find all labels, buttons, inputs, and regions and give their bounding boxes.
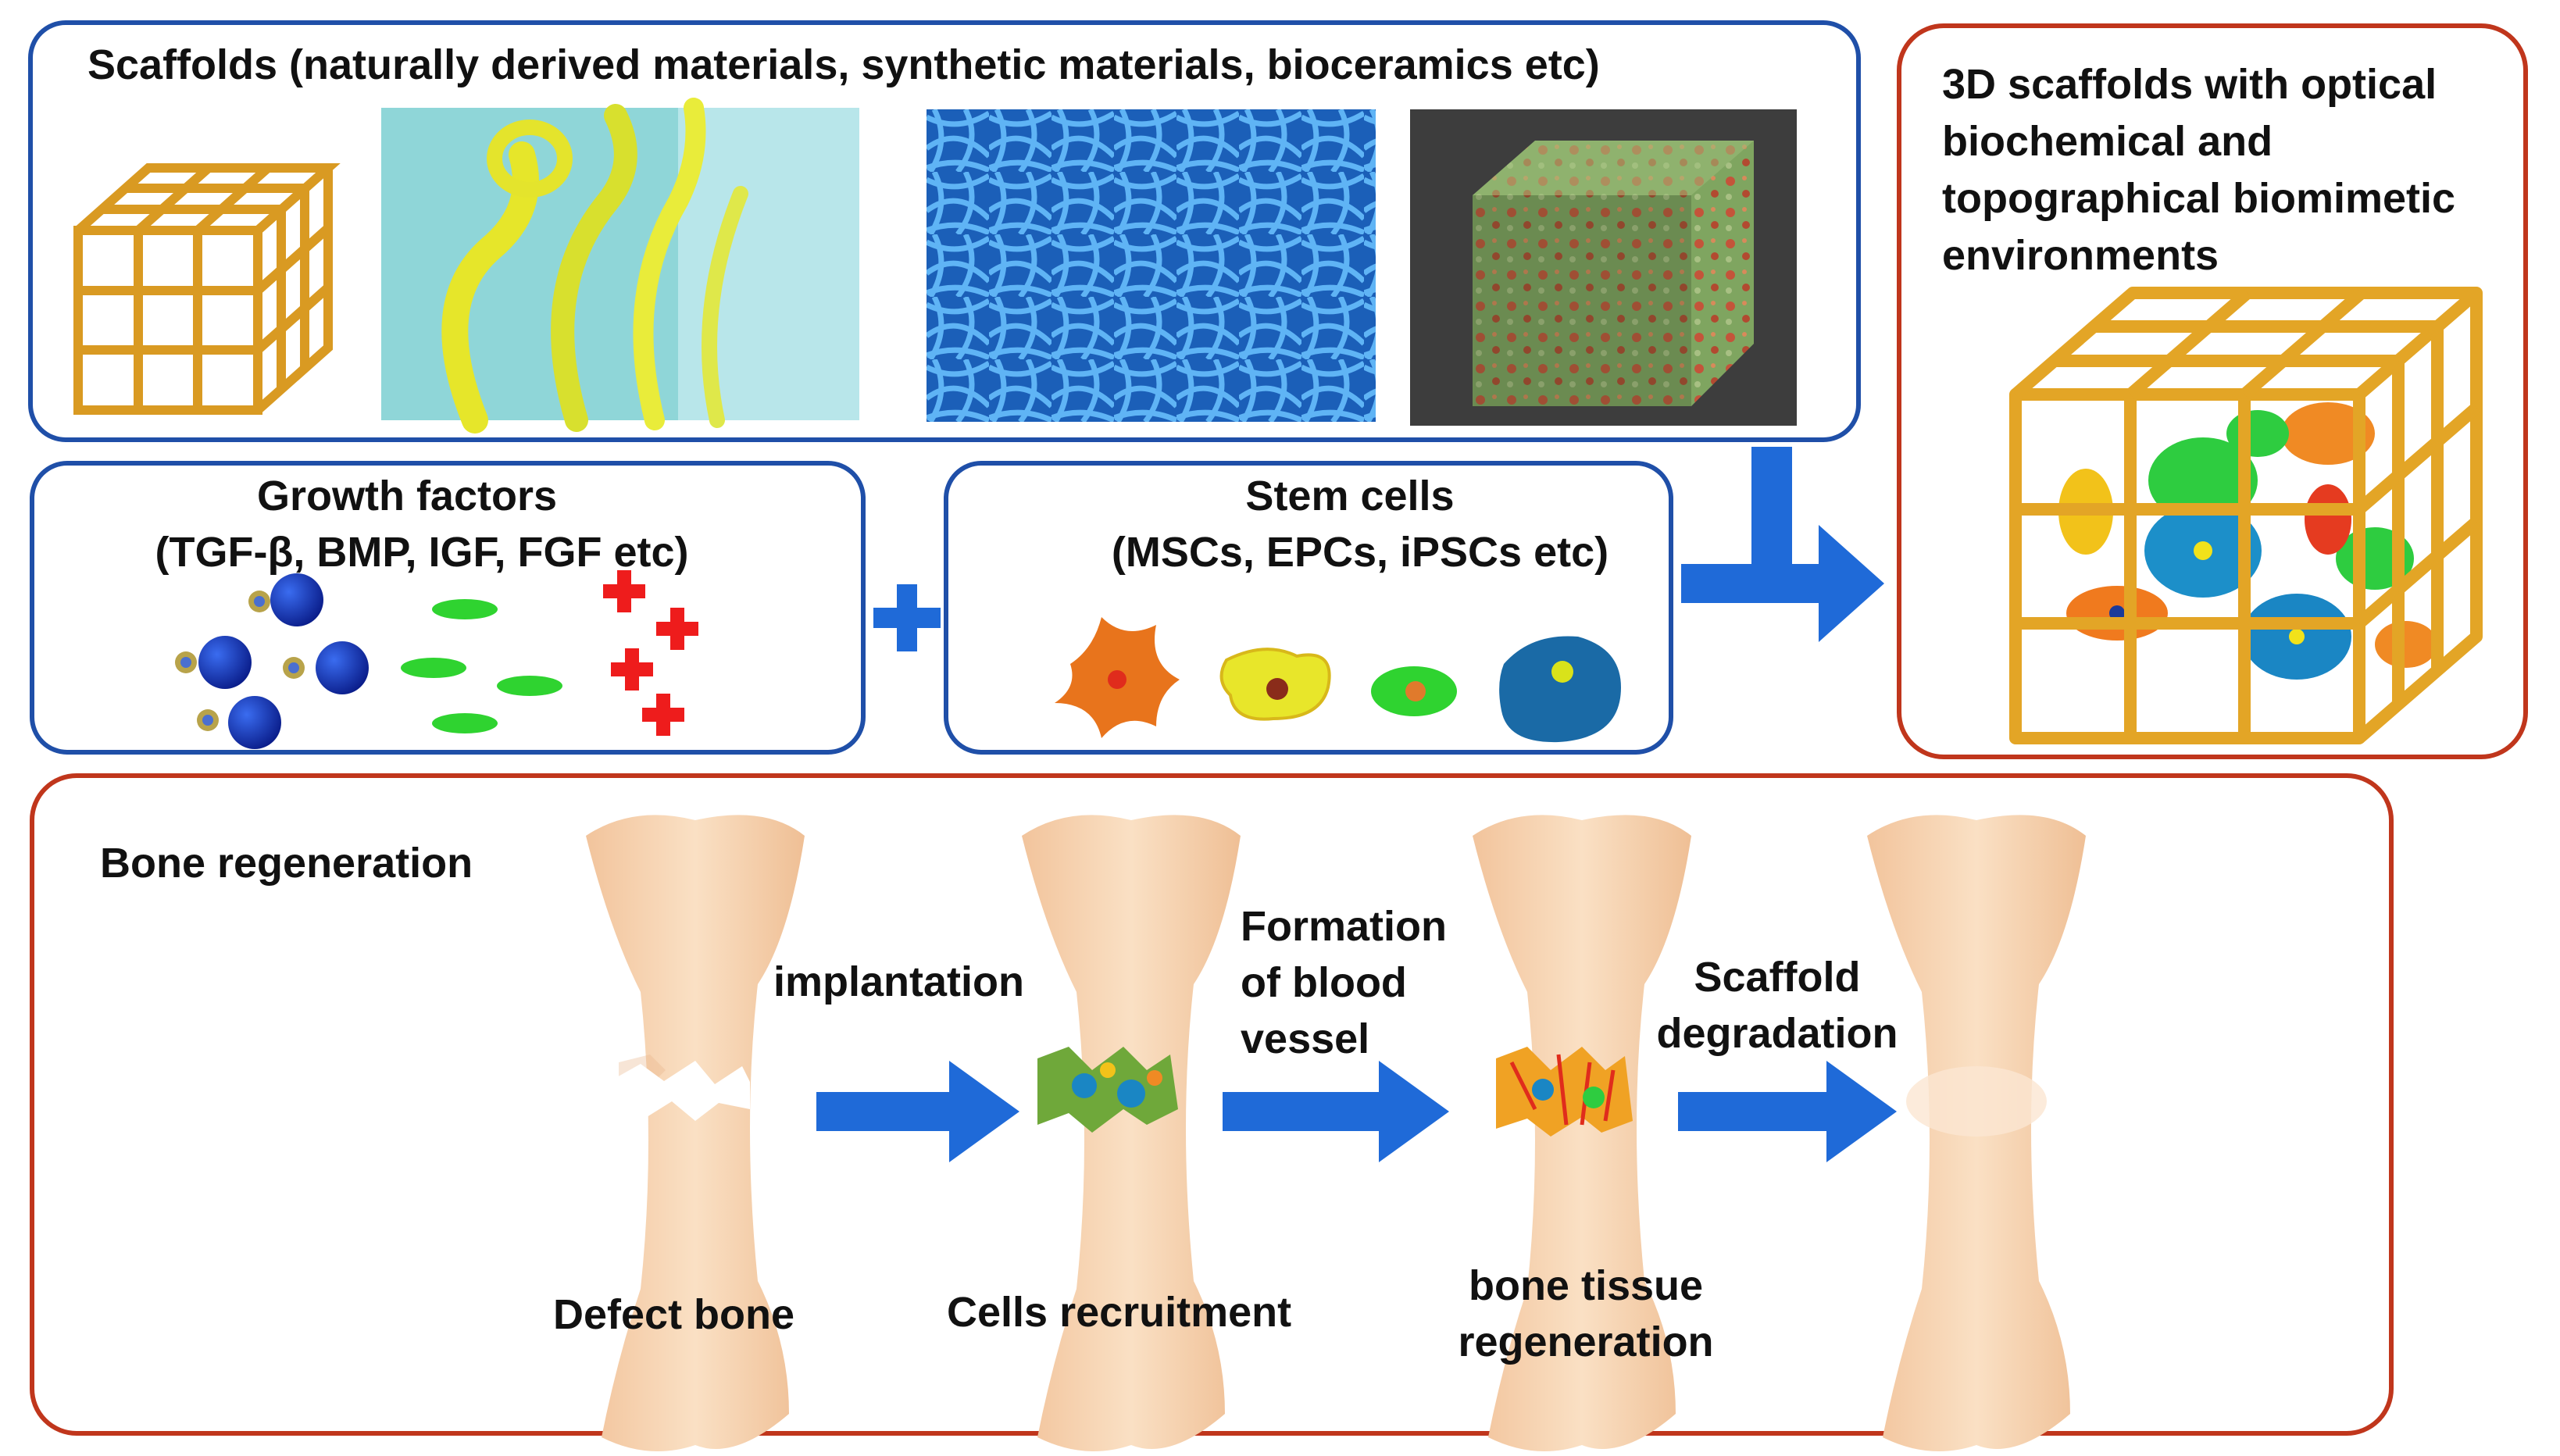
degradation-line-1: Scaffold: [1694, 954, 1861, 1001]
bone-regeneration-title: Bone regeneration: [100, 840, 473, 887]
degradation-line-2: degradation: [1656, 1010, 1898, 1057]
plus-icon: [873, 584, 941, 651]
result-title: 3D scaffolds with optical biochemical an…: [1942, 56, 2455, 284]
result-title-line-1: 3D scaffolds with optical: [1942, 61, 2437, 108]
bone-defect-image: [586, 815, 805, 1451]
ipsc-cell-icon: [1371, 666, 1457, 716]
vessel-formation-arrow-icon: [1223, 1061, 1449, 1162]
fiber-mesh-image: [927, 109, 1376, 422]
vessel-formation-label: Formation of blood vessel: [1241, 898, 1447, 1067]
defect-bone-caption: Defect bone: [553, 1291, 795, 1338]
implantation-arrow-icon: [816, 1061, 1019, 1162]
vessel-formation-line-2: of blood: [1241, 959, 1407, 1006]
msc-cell-icon: [1055, 617, 1180, 738]
bmp-ball-icons: [175, 573, 369, 749]
vascularized-scaffold-icon: [1496, 1047, 1633, 1137]
degradation-label: Scaffold degradation: [1637, 949, 1918, 1062]
result-title-line-4: environments: [1942, 232, 2219, 279]
vessel-formation-line-3: vessel: [1241, 1015, 1370, 1062]
ribbon-scaffold-image: [381, 98, 859, 434]
implantation-label: implantation: [773, 958, 1024, 1005]
epc-cell-icon: [1219, 648, 1331, 721]
red-cross-icons: [603, 570, 698, 736]
vessel-formation-line-1: Formation: [1241, 903, 1447, 950]
composite-scaffold-image: [2009, 287, 2483, 744]
cells-recruitment-caption: Cells recruitment: [947, 1289, 1292, 1336]
bone-tissue-regeneration-caption: bone tissue regeneration: [1414, 1258, 1758, 1370]
lattice-scaffold-image: [73, 163, 341, 415]
bone-vessel-image: [1473, 815, 1691, 1451]
bone-recruitment-image: [1022, 815, 1241, 1451]
cell-icon-blue: [1499, 636, 1621, 743]
porous-block-image: [1410, 109, 1797, 426]
stem-cells-subtitle: (MSCs, EPCs, iPSCs etc): [1111, 529, 1609, 576]
growth-factors-subtitle: (TGF-β, BMP, IGF, FGF etc): [155, 529, 689, 576]
degradation-arrow-icon: [1678, 1061, 1897, 1162]
implanted-scaffold-icon: [1037, 1047, 1178, 1133]
scaffolds-title: Scaffolds (naturally derived materials, …: [87, 41, 1600, 88]
caption3-line-1: bone tissue: [1468, 1262, 1704, 1309]
growth-factor-molecules: [175, 570, 698, 749]
green-ellipse-icons: [401, 599, 562, 733]
stem-cell-types: [1055, 617, 1621, 743]
growth-factors-title: Growth factors: [256, 473, 558, 519]
stem-cells-title: Stem cells: [1245, 473, 1455, 519]
bone-healed-image: [1867, 815, 2086, 1451]
combine-arrow-icon: [1681, 447, 1884, 642]
result-title-line-2: biochemical and: [1942, 118, 2273, 165]
result-title-line-3: topographical biomimetic: [1942, 175, 2456, 222]
caption3-line-2: regeneration: [1458, 1319, 1714, 1365]
